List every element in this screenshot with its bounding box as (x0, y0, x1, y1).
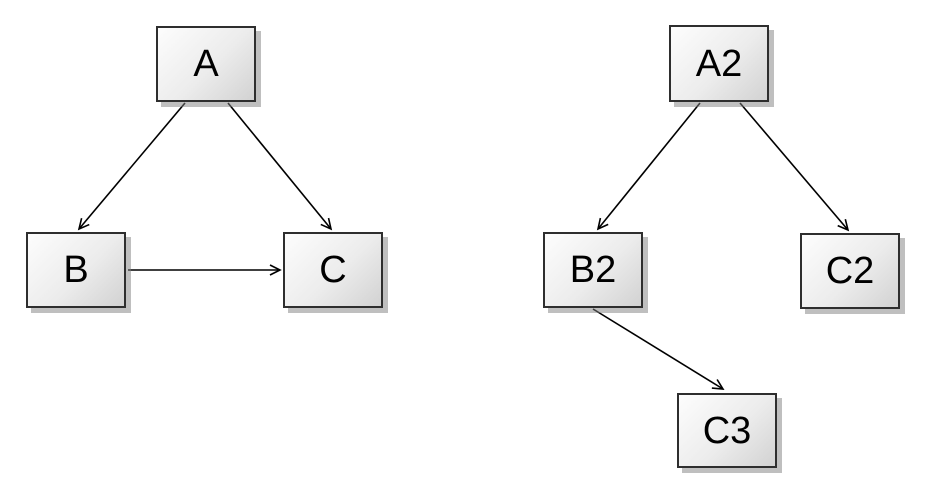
node-label: C2 (825, 250, 875, 292)
node-B2: B2 (543, 232, 643, 308)
node-label: A (193, 43, 219, 85)
edge-A-B (77, 102, 186, 231)
edge-A2-C2 (739, 102, 850, 232)
node-C: C (283, 232, 383, 308)
node-label: A2 (695, 42, 743, 85)
edge-A2-B2 (596, 102, 701, 231)
edge-A-C (227, 102, 333, 231)
edge-B2-C3 (592, 308, 725, 390)
node-A: A (156, 26, 256, 102)
node-label: B2 (569, 249, 617, 291)
node-C2: C2 (800, 233, 900, 309)
node-C3: C3 (677, 393, 777, 468)
node-label: B (63, 249, 89, 291)
node-A2: A2 (669, 25, 769, 102)
node-B: B (26, 232, 126, 308)
node-label: C3 (702, 409, 752, 452)
edge-group (77, 102, 850, 390)
node-label: C (319, 249, 347, 291)
